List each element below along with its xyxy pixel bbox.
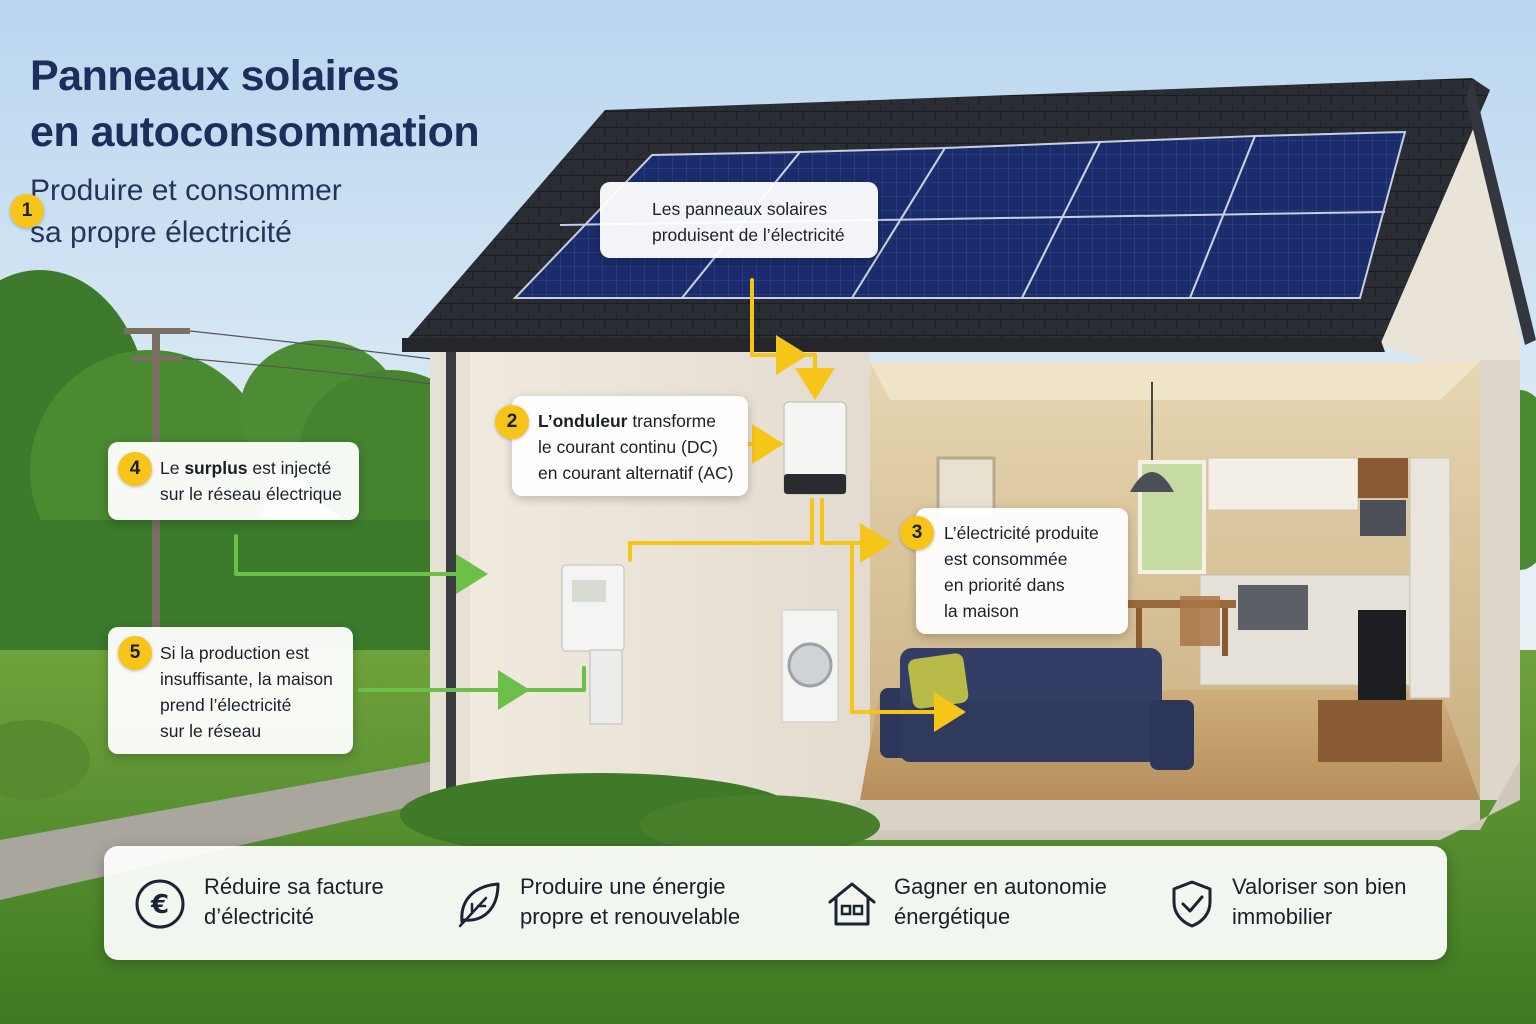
step-badge-2: 2 bbox=[495, 405, 529, 439]
step-4-rest: est injecté bbox=[247, 458, 332, 478]
benefit-bill: € Réduire sa facture d’électricité bbox=[134, 846, 434, 960]
benefit-property: Valoriser son bien immobilier bbox=[1166, 846, 1436, 960]
shield-check-icon bbox=[1172, 880, 1212, 928]
benefits-bar: € Réduire sa facture d’électricité Produ… bbox=[104, 846, 1447, 960]
step-4-prefix: Le bbox=[160, 458, 185, 478]
step-2-line-1: le courant continu (DC) bbox=[538, 437, 718, 457]
euro-icon: € bbox=[135, 879, 185, 929]
subtitle-line-2: sa propre électricité bbox=[30, 216, 292, 249]
svg-text:€: € bbox=[150, 890, 169, 920]
step-3-line-4: la maison bbox=[944, 601, 1019, 621]
step-badge-1: 1 bbox=[10, 194, 44, 228]
step-5-line-1: Si la production est bbox=[160, 643, 309, 663]
flow-to-sofa bbox=[850, 541, 966, 732]
benefit-autonomy: Gagner en autonomie énergétique bbox=[826, 846, 1126, 960]
benefit-property-text: Valoriser son bien immobilier bbox=[1232, 872, 1432, 932]
benefit-bill-text: Réduire sa facture d’électricité bbox=[204, 872, 454, 932]
benefit-bill-line-2: d’électricité bbox=[204, 904, 315, 929]
step-4-bold: surplus bbox=[184, 458, 248, 478]
step-2-line-2: en courant alternatif (AC) bbox=[538, 463, 734, 483]
callout-step-2: L’onduleur transforme le courant continu… bbox=[512, 396, 748, 496]
step-badge-3: 3 bbox=[900, 516, 934, 550]
house-icon bbox=[828, 882, 876, 926]
flow-inverter-to-house bbox=[628, 498, 814, 562]
benefit-green-line-1: Produire une énergie bbox=[520, 874, 726, 899]
benefit-green: Produire une énergie propre et renouvela… bbox=[452, 846, 772, 960]
flow-panels-to-inverter bbox=[750, 278, 808, 375]
callout-step-4: Le surplus est injecté sur le réseau éle… bbox=[108, 442, 359, 520]
benefit-bill-line-1: Réduire sa facture bbox=[204, 874, 384, 899]
callout-step-1: 1 Les panneaux solaires produisent de l’… bbox=[10, 182, 878, 258]
step-3-line-3: en priorité dans bbox=[944, 575, 1065, 595]
callout-step-3: L’électricité produite est consommée en … bbox=[916, 508, 1128, 634]
title-line-2: en autoconsommation bbox=[30, 108, 480, 156]
benefit-green-line-2: propre et renouvelable bbox=[520, 904, 741, 929]
step-4-line-1: sur le réseau électrique bbox=[160, 484, 342, 504]
step-1-line-1: Les panneaux solaires bbox=[652, 199, 828, 219]
step-3-line-1: L’électricité produite bbox=[944, 523, 1099, 543]
benefit-property-line-2: immobilier bbox=[1232, 904, 1333, 929]
step-4-line-0: Le surplus est injecté bbox=[160, 455, 351, 481]
page-subtitle: Produire et consommer sa propre électric… bbox=[30, 170, 342, 254]
title-line-1: Panneaux solaires bbox=[30, 52, 400, 100]
step-2-rest: transforme bbox=[627, 411, 716, 431]
step-5-line-4: sur le réseau bbox=[160, 721, 262, 741]
flow-surplus-to-grid bbox=[234, 534, 488, 594]
step-3-line-2: est consommée bbox=[944, 549, 1068, 569]
flow-inverter-to-consumption bbox=[820, 498, 892, 563]
step-5-line-2: insuffisante, la maison bbox=[160, 669, 333, 689]
benefit-autonomy-text: Gagner en autonomie énergétique bbox=[894, 872, 1144, 932]
leaf-icon bbox=[458, 882, 500, 928]
page-title: Panneaux solaires en autoconsommation bbox=[30, 48, 480, 160]
step-badge-5: 5 bbox=[118, 636, 152, 670]
flow-meter-to-house bbox=[520, 666, 586, 692]
step-badge-4: 4 bbox=[118, 452, 152, 486]
flow-panels-down bbox=[750, 353, 835, 400]
benefit-property-line-1: Valoriser son bien bbox=[1232, 874, 1407, 899]
step-2-bold: L’onduleur bbox=[538, 411, 628, 431]
step-1-line-2: produisent de l’électricité bbox=[652, 225, 845, 245]
step-5-line-3: prend l’électricité bbox=[160, 695, 292, 715]
benefit-autonomy-line-1: Gagner en autonomie bbox=[894, 874, 1107, 899]
benefit-autonomy-line-2: énergétique bbox=[894, 904, 1011, 929]
subtitle-line-1: Produire et consommer bbox=[30, 174, 342, 207]
step-2-line-0: L’onduleur transforme bbox=[538, 408, 738, 434]
benefit-green-text: Produire une énergie propre et renouvela… bbox=[520, 872, 780, 932]
